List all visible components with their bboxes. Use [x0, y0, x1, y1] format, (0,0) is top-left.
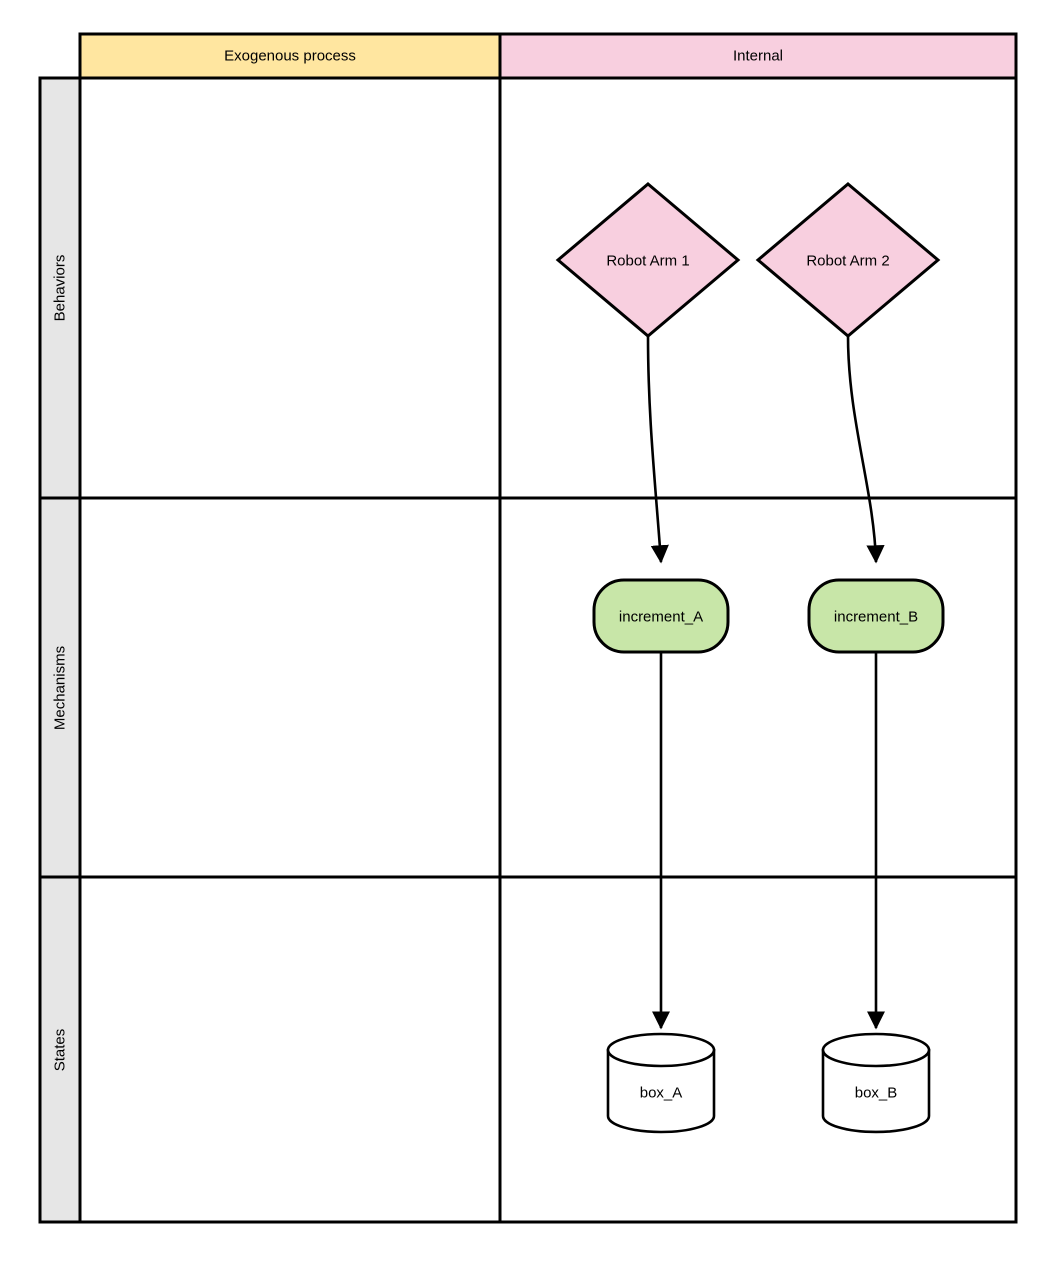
- edge-arm2-to-increment-b: [846, 335, 885, 564]
- cell-states-internal: [498, 875, 1018, 1224]
- column-header-internal: [498, 32, 1018, 80]
- row-header-mechanisms: [38, 496, 82, 879]
- node-increment-a[interactable]: [592, 578, 730, 654]
- edge-arm1-to-increment-a: [646, 335, 669, 564]
- cell-mechanisms-internal: [498, 496, 1018, 879]
- node-robot-arm-2[interactable]: [755, 182, 941, 338]
- cell-behaviors-exogenous: [78, 76, 502, 500]
- node-increment-b[interactable]: [807, 578, 945, 654]
- node-box-b[interactable]: [821, 1032, 931, 1134]
- node-robot-arm-1[interactable]: [555, 182, 741, 338]
- node-box-a[interactable]: [606, 1032, 716, 1134]
- row-header-states: [38, 875, 82, 1224]
- cell-states-exogenous: [78, 875, 502, 1224]
- cell-mechanisms-exogenous: [78, 496, 502, 879]
- column-header-exogenous-process: [78, 32, 502, 80]
- cell-behaviors-internal: [498, 76, 1018, 500]
- row-header-behaviors: [38, 76, 82, 500]
